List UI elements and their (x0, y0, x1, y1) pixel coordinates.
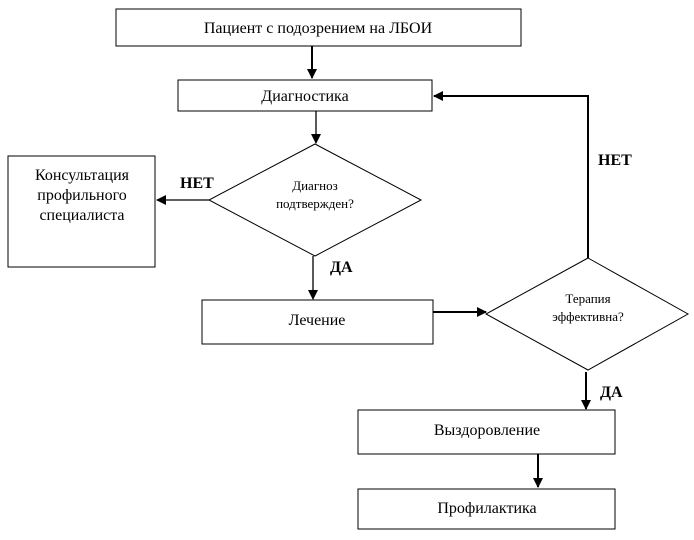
therapy-effective-line-1: Терапия (565, 291, 610, 306)
therapy-effective-line-2: эффективна? (552, 309, 624, 324)
node-diagnostics-label: Диагностика (261, 88, 348, 105)
node-diagnosis-confirmed: Диагноз подтвержден? (207, 143, 423, 257)
node-treatment: Лечение (201, 299, 434, 345)
node-patient-label: Пациент с подозрением на ЛБОИ (204, 20, 433, 37)
node-treatment-label: Лечение (289, 312, 346, 329)
node-prevention: Профилактика (357, 488, 616, 530)
label-therapy-no: НЕТ (598, 152, 632, 169)
node-patient: Пациент с подозрением на ЛБОИ (115, 8, 522, 47)
node-recovery: Выздоровление (357, 409, 616, 455)
label-therapy-yes: ДА (600, 384, 623, 401)
node-prevention-label: Профилактика (437, 500, 536, 517)
diagnosis-confirmed-line-2: подтвержден? (276, 196, 354, 211)
node-recovery-label: Выздоровление (434, 422, 540, 439)
node-therapy-effective: Терапия эффективна? (484, 257, 690, 371)
consultation-line-3: специалиста (39, 207, 124, 224)
consultation-line-2: профильного (37, 187, 127, 204)
label-diagnosis-yes: ДА (330, 259, 353, 276)
node-consultation: Консультация профильного специалиста (7, 155, 156, 268)
edge-therapy-no (433, 91, 589, 258)
diagnosis-confirmed-line-1: Диагноз (292, 178, 338, 193)
label-diagnosis-no: НЕТ (180, 175, 214, 192)
consultation-line-1: Консультация (35, 167, 130, 184)
node-diagnostics: Диагностика (177, 79, 433, 112)
